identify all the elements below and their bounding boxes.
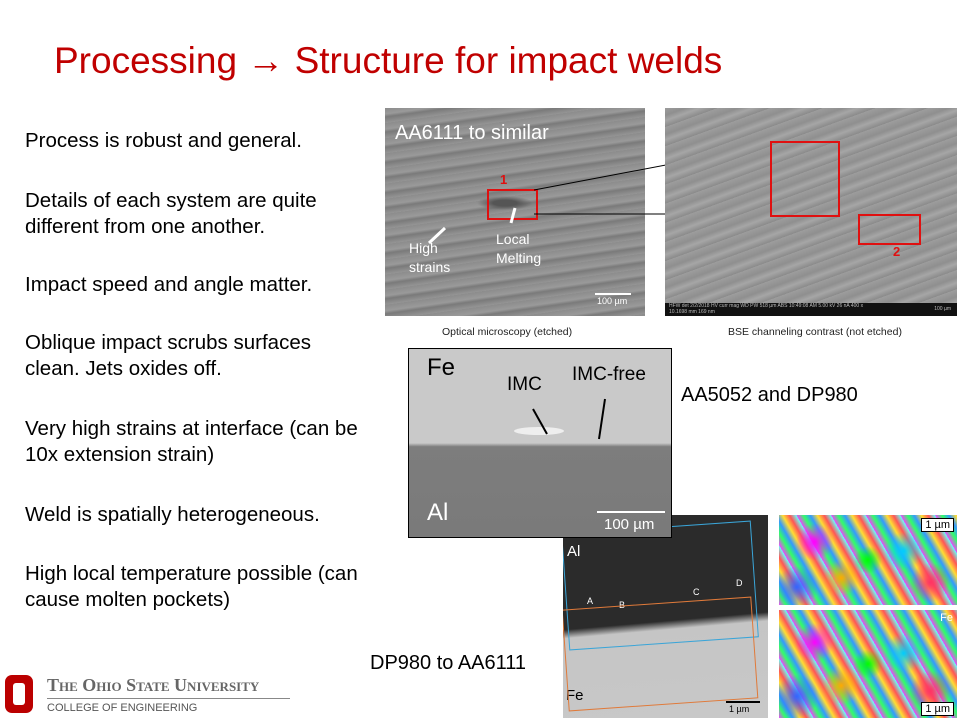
annotation-high-strains: High strains	[409, 240, 451, 275]
bullet: Details of each system are quite differe…	[25, 189, 317, 238]
college-name: COLLEGE OF ENGINEERING	[47, 702, 198, 714]
caption-optical: Optical microscopy (etched)	[442, 326, 573, 338]
al-label: Al	[427, 499, 449, 526]
region-box-2	[858, 214, 921, 245]
annotation-local-melting: Local Melting	[496, 231, 542, 266]
al-fe-interface-micrograph: Al Fe A B C D 1 µm	[563, 515, 768, 718]
system-label-dp980: DP980 to AA6111	[370, 652, 527, 674]
point-c: C	[693, 587, 700, 597]
point-b: B	[619, 600, 626, 610]
scale-bar	[597, 511, 665, 513]
imc-free-label: IMC-free	[572, 364, 646, 385]
caption-bse: BSE channeling contrast (not etched)	[728, 326, 902, 338]
bullet: Very high strains at interface (can be 1…	[25, 417, 358, 466]
bullet: Process is robust and general.	[25, 129, 302, 152]
slide-title: Processing → Structure for impact welds	[54, 40, 723, 81]
al-label: Al	[567, 543, 581, 560]
bullet: Weld is spatially heterogeneous.	[25, 503, 320, 526]
arrow-local-melting	[509, 207, 517, 224]
scale-bar	[595, 293, 631, 295]
sem-info-text: HFW det 2/2/2018 HV curr mag WD PW 518 µ…	[669, 303, 864, 315]
fe-label: Fe	[427, 354, 456, 381]
region-label-2: 2	[893, 244, 901, 259]
figure-label: AA6111 to similar	[395, 122, 549, 144]
bullet: Oblique impact scrubs surfaces clean. Je…	[25, 331, 311, 380]
system-label-aa5052: AA5052 and DP980	[681, 384, 858, 406]
scale-bar	[726, 701, 760, 703]
point-a: A	[587, 596, 594, 606]
scale-label: 1 µm	[921, 518, 954, 532]
region-box-zoom	[770, 141, 840, 217]
bullet: Impact speed and angle matter.	[25, 273, 313, 296]
scale-label: 1 µm	[729, 704, 750, 714]
scale-label: 100 µm	[597, 296, 628, 306]
university-name: The Ohio State University	[47, 675, 290, 699]
ebsd-region-fe	[563, 596, 759, 712]
scale-label: 1 µm	[921, 702, 954, 716]
arrow-high-strains	[427, 226, 447, 245]
fe-label: Fe	[566, 687, 584, 704]
bullet: High local temperature possible (can cau…	[25, 562, 358, 611]
imc-label: IMC	[507, 374, 542, 395]
ebsd-map-fe: Fe 1 µm	[779, 610, 957, 718]
sem-info-bar: HFW det 2/2/2018 HV curr mag WD PW 518 µ…	[665, 303, 957, 316]
fe-label: Fe	[940, 612, 953, 624]
sem-scale-label: 100 µm	[934, 306, 951, 312]
point-d: D	[736, 578, 743, 588]
bse-micrograph: 2 HFW det 2/2/2018 HV curr mag WD PW 518…	[665, 108, 957, 316]
scale-label: 100 µm	[604, 516, 655, 533]
imc-layer	[514, 427, 564, 435]
block-o-icon	[5, 675, 33, 713]
ebsd-map-al: 1 µm	[779, 515, 957, 605]
region-label-1: 1	[500, 172, 508, 187]
fe-al-micrograph: Fe IMC IMC-free Al 100 µm	[408, 348, 672, 538]
optical-micrograph: AA6111 to similar 1 High strains Local M…	[385, 108, 645, 316]
